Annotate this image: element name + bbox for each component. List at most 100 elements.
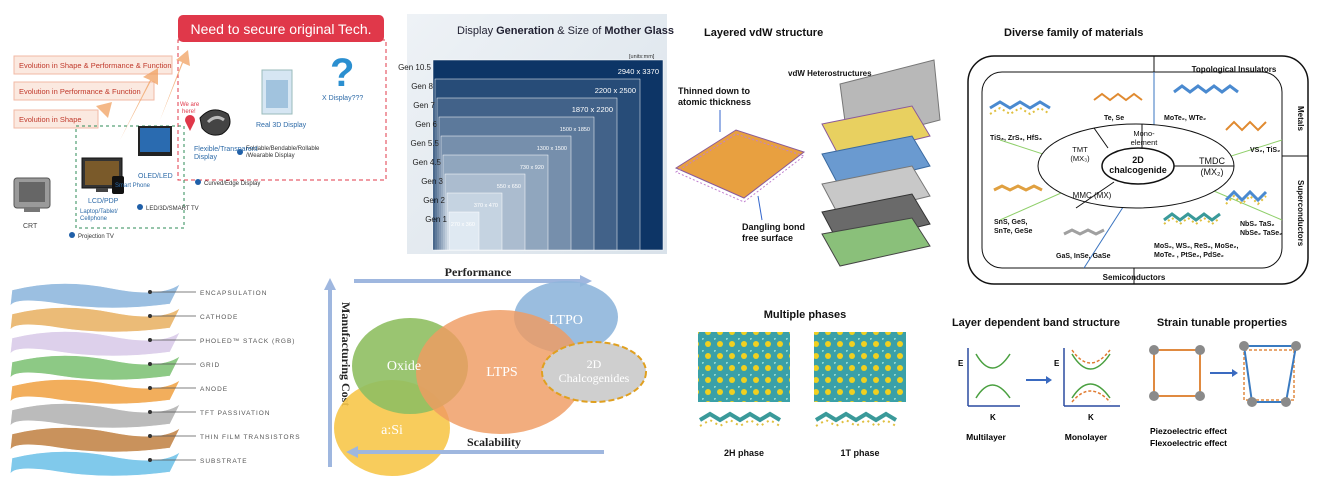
device-led3d-label: LED/3D/SMART TV — [146, 206, 199, 212]
gen-size-label: 370 x 470 — [474, 203, 498, 209]
gen-size-label: 2940 x 3370 — [618, 67, 659, 76]
strain-arrow-icon — [1232, 369, 1238, 377]
phase-2h-side — [698, 411, 782, 423]
stage-tag-2 — [13, 81, 155, 101]
material-sns: SnS, GeS,SnTe, GeSe — [994, 219, 1032, 235]
oled-leader-dot — [148, 458, 152, 462]
venn-label-ltps: LTPS — [486, 365, 517, 380]
family-tmt-label: TMT(MX₃) — [1070, 145, 1090, 163]
bullet-icon — [69, 232, 75, 238]
family-title: Diverse family of materials — [1004, 27, 1143, 39]
phase-1t-lattice — [814, 332, 906, 402]
band-multi-valence — [975, 384, 1011, 399]
device-curved-label: Curved/Edge Display — [204, 181, 260, 187]
band-monolayer-label: Monolayer — [1065, 432, 1108, 442]
scalability-arrow-head — [346, 446, 358, 458]
strain-panel: Strain tunable properties Piezoelectric … — [1140, 310, 1316, 460]
oled-layer-label: TFT PASSIVATION — [200, 410, 271, 417]
evolution-arrow-1 — [40, 102, 112, 178]
dangling-pointer — [757, 195, 763, 221]
smartphone-icon — [112, 176, 124, 194]
phase-1t-label: 1T phase — [840, 448, 879, 458]
strain-reference-square — [1243, 349, 1295, 401]
vdw-title: Layered vdW structure — [704, 27, 823, 39]
band-arrow-icon — [1046, 376, 1052, 384]
cost-arrow-head — [324, 278, 336, 290]
family-mmc-label: MMC (MX) — [1073, 191, 1112, 200]
banner-background — [178, 15, 384, 42]
banner-title: Need to secure original Tech. — [190, 21, 371, 37]
device-foldable-label: Foldable/Bendable/Rollable/Wearable Disp… — [246, 146, 320, 159]
band-mono-k-label: K — [1088, 413, 1094, 422]
oled-leader-dot — [148, 362, 152, 366]
venn-panel: Performance Manufacturing Cost LTPO Oxid… — [318, 262, 668, 490]
oled-layer — [9, 355, 181, 381]
device-projection-label: Projection TV — [78, 234, 114, 240]
band-mono-valence — [1071, 383, 1111, 399]
family-metals-label: Metals — [1296, 106, 1305, 131]
band-title: Layer dependent band structure — [952, 317, 1120, 329]
family-tmdc-label: TMDC(MX₂) — [1199, 156, 1225, 177]
gen-size-label: 550 x 650 — [497, 184, 521, 190]
location-pin-icon — [185, 115, 195, 125]
strain-flexo-label: Flexoelectric effect — [1150, 438, 1227, 448]
venn-2d-chalcogenides — [541, 341, 647, 403]
strain-square — [1153, 349, 1201, 397]
gen-size-label: 730 x 920 — [520, 165, 544, 171]
strain-piezo-label: Piezoelectric effect — [1150, 426, 1227, 436]
oled-layer-label: GRID — [200, 362, 220, 369]
device-laptop-label: Laptop/Tablet/Cellphone — [80, 209, 118, 222]
performance-label: Performance — [445, 265, 512, 279]
strain-graphic: Strain tunable properties Piezoelectric … — [1149, 317, 1301, 448]
evolution-arrow-2 — [120, 68, 158, 140]
oled-layer — [9, 283, 181, 309]
generation-title: Display Generation & Size of Mother Glas… — [457, 25, 674, 37]
bullet-icon — [137, 204, 143, 210]
material-vs2: VS₂, TiS₂ — [1250, 147, 1280, 154]
band-multilayer-label: Multilayer — [966, 432, 1006, 442]
phase-1t-side — [814, 411, 898, 423]
material-gas: GaS, InSe, GaSe — [1056, 253, 1111, 260]
band-mono-conduction — [1071, 353, 1111, 370]
device-xdisplay-label: X Display??? — [322, 95, 363, 102]
gen-size-label: 1870 x 2200 — [572, 105, 613, 114]
oled-leader-dot — [148, 314, 152, 318]
oled-leader-dot — [148, 386, 152, 390]
oled-layer — [9, 451, 181, 477]
gen-label: Gen 10.5 — [398, 63, 431, 72]
heterostructure-stack — [821, 59, 941, 267]
device-oled-label: OLED/LED — [138, 173, 173, 180]
oled-layer — [9, 307, 181, 333]
family-topological-label: Topological Insulators — [1192, 65, 1277, 74]
oled-layer — [9, 403, 181, 429]
venn-label-asi: a:Si — [381, 423, 403, 438]
oled-leader-dot — [148, 434, 152, 438]
material-mote2: MoTe₂, WTe₂ — [1164, 115, 1206, 122]
oled-layer — [9, 379, 181, 405]
phases-title: Multiple phases — [764, 309, 847, 321]
family-semiconductors-label: Semiconductors — [1103, 273, 1166, 282]
current-tech-box — [75, 125, 185, 229]
gen-label: Gen 5.5 — [411, 139, 440, 148]
oled-leader-dot — [148, 338, 152, 342]
bullet-icon — [195, 179, 201, 185]
band-multi-e-label: E — [958, 359, 964, 368]
phase-2h-lattice — [698, 332, 790, 402]
band-multi-k-label: K — [990, 413, 996, 422]
strain-deformed-shape — [1242, 345, 1298, 403]
oled-layer-label: PHOLED™ STACK (RGB) — [200, 338, 295, 345]
monolayer-sheet — [674, 129, 806, 199]
gen-label: Gen 6 — [415, 120, 437, 129]
band-panel: Layer dependent band structure E K E K M… — [946, 310, 1136, 450]
gen-label: Gen 7 — [413, 101, 435, 110]
scalability-label: Scalability — [467, 435, 521, 449]
evolution-arrow-3 — [160, 50, 190, 120]
stage-tag-1 — [13, 55, 173, 75]
family-superconductors-label: Superconductors — [1296, 180, 1305, 247]
